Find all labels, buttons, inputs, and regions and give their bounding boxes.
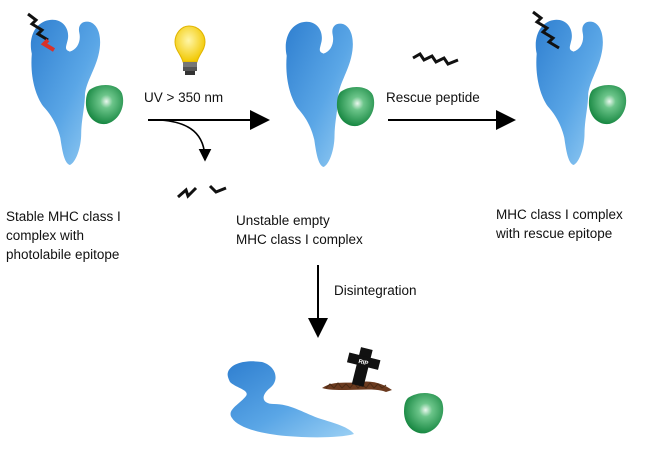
photolabile-epitope	[27, 12, 56, 52]
tombstone-label: RIP	[358, 359, 369, 367]
released-peptide-fragments	[177, 184, 227, 199]
beta2m-domain	[85, 85, 124, 125]
uv-arrow	[148, 110, 270, 162]
beta2m-domain	[588, 85, 627, 125]
disintegration-label: Disintegration	[334, 283, 417, 298]
rescued-complex-label: MHC class I complex with rescue epitope	[496, 207, 623, 241]
rescued-complex	[532, 10, 627, 166]
light-bulb-icon	[174, 25, 206, 75]
disintegrated-heavy-chain	[227, 361, 354, 438]
unstable-complex-label: Unstable empty MHC class I complex	[236, 213, 363, 247]
unstable-empty-complex	[285, 21, 375, 168]
tombstone-icon: RIP	[322, 347, 392, 392]
rescue-epitope	[532, 10, 560, 50]
free-beta2m	[404, 393, 444, 434]
peptide-icon	[412, 52, 459, 66]
uv-label: UV > 350 nm	[144, 90, 224, 105]
rescue-peptide-label: Rescue peptide	[386, 90, 480, 105]
stable-complex	[27, 12, 124, 166]
beta2m-domain	[336, 87, 375, 127]
stable-complex-label: Stable MHC class I complex with photolab…	[6, 209, 121, 262]
